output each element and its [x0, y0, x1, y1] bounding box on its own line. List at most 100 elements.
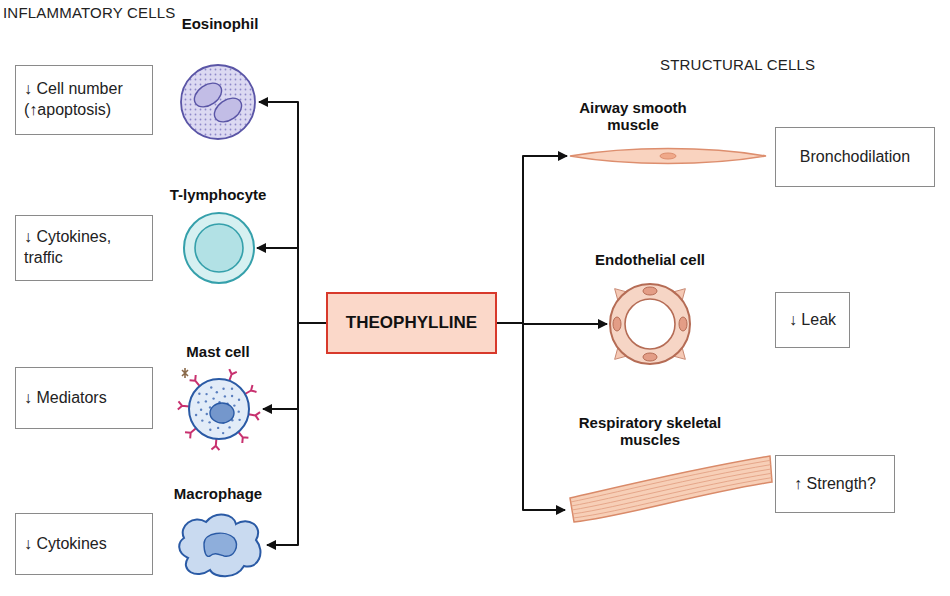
cell-heading: Airway smooth muscle [572, 99, 694, 134]
allergen [182, 368, 188, 378]
smooth-muscle-cell: Airway smooth muscle [568, 99, 768, 170]
cell-heading: Macrophage [153, 485, 283, 502]
cell-illustration [178, 62, 258, 142]
text-group: ↓ Leak [789, 310, 836, 331]
text-group: ↓ Cytokines [24, 534, 107, 555]
effect-box: ↑ Strength? [775, 455, 895, 513]
granule [231, 388, 233, 390]
skeletal-muscle: Respiratory skeletal muscles [564, 414, 776, 539]
effect-text: ↓ Leak [789, 310, 836, 331]
text-group: ↑ Strength? [794, 474, 876, 495]
muscle-fibre [573, 473, 772, 514]
granule [198, 393, 200, 395]
cell-name: Endothelial cell [575, 251, 725, 268]
cell-name: Eosinophil [155, 15, 285, 32]
effect-arrow [497, 156, 567, 323]
nucleus [613, 317, 621, 331]
receptor [190, 375, 200, 386]
granule [222, 432, 224, 434]
cell-name: T-lymphocyte [153, 186, 283, 203]
effect-box: ↓ Cytokines [15, 513, 153, 575]
granule [205, 400, 207, 402]
text-group: ↓ Cell number (↑apoptosis) [24, 79, 144, 121]
muscle-fibre [572, 469, 771, 510]
effect-text: ↓ Cytokines [24, 534, 107, 555]
receptor [211, 439, 219, 450]
cell-illustration [176, 366, 262, 452]
effect-text: ↓ Cytokines, traffic [24, 227, 144, 269]
granule [209, 429, 211, 431]
macrophage-cell: Macrophage [153, 485, 283, 582]
drug-box: THEOPHYLLINE [326, 292, 497, 354]
endothelial-cell: Endothelial cell [575, 251, 725, 372]
drug-name: THEOPHYLLINE [346, 312, 477, 334]
vessel-lumen [625, 299, 675, 349]
granule [217, 427, 219, 429]
granule [205, 393, 207, 395]
receptor [245, 385, 257, 394]
nucleus-lobe [210, 93, 246, 127]
cell-body [184, 213, 254, 283]
granule [238, 399, 240, 401]
cell-body [181, 65, 255, 139]
cell-name: Macrophage [153, 485, 283, 502]
text-group: ↓ Mediators [24, 388, 107, 409]
receptor [238, 432, 248, 443]
cell-body [179, 515, 260, 577]
granule [206, 413, 208, 415]
nucleus [204, 533, 236, 556]
effect-box: ↓ Cell number (↑apoptosis) [15, 65, 153, 135]
nucleus [643, 287, 657, 295]
receptor [249, 412, 261, 420]
text-group: Bronchodilation [800, 147, 910, 168]
cell-name: Airway smooth muscle [572, 99, 694, 134]
effect-box: ↓ Leak [775, 292, 850, 348]
muscle-body [570, 456, 772, 522]
mast-cell: Mast cell [153, 343, 283, 452]
granule [233, 404, 235, 406]
effect-arrow [259, 102, 326, 323]
granule [210, 386, 212, 388]
granule [238, 419, 240, 421]
granule [212, 397, 214, 399]
nucleus [643, 353, 657, 361]
cell-illustration [566, 452, 776, 538]
nucleus [210, 403, 234, 423]
granule [197, 401, 199, 403]
receptor [229, 369, 237, 381]
muscle-fibre [571, 460, 771, 502]
effect-arrow [267, 323, 326, 545]
granule [216, 391, 218, 393]
effect-box: Bronchodilation [775, 127, 935, 187]
receptor [178, 401, 189, 409]
effect-text: ↓ Cell number (↑apoptosis) [24, 79, 144, 121]
section-heading: INFLAMMATORY CELLS [3, 4, 176, 21]
effect-text: ↑ Strength? [794, 474, 876, 495]
cell-heading: Respiratory skeletal muscles [564, 414, 736, 449]
muscle-fibre [573, 478, 771, 518]
granule [238, 410, 240, 412]
nucleus [195, 224, 243, 272]
effect-arrow [497, 323, 565, 510]
granule [208, 421, 210, 423]
effect-arrow [263, 323, 326, 409]
nucleus [660, 153, 676, 159]
cell-heading: Mast cell [153, 343, 283, 360]
cell-heading: T-lymphocyte [153, 186, 283, 203]
cell-heading: Eosinophil [155, 15, 285, 32]
cell-illustration [600, 276, 700, 372]
section-heading: STRUCTURAL CELLS [660, 56, 815, 73]
cell-body [570, 149, 766, 164]
cell-name: Mast cell [153, 343, 283, 360]
granule [224, 395, 226, 397]
cell-illustration [182, 211, 256, 285]
granule [200, 409, 202, 411]
vessel-wall [610, 284, 690, 364]
cell-illustration [174, 508, 266, 582]
effect-arrow [257, 248, 326, 323]
nucleus [679, 317, 687, 331]
receptor [185, 428, 196, 438]
cell-illustration [568, 143, 768, 169]
eosinophil-cell: Eosinophil [155, 15, 285, 142]
effect-text: ↓ Mediators [24, 388, 107, 409]
